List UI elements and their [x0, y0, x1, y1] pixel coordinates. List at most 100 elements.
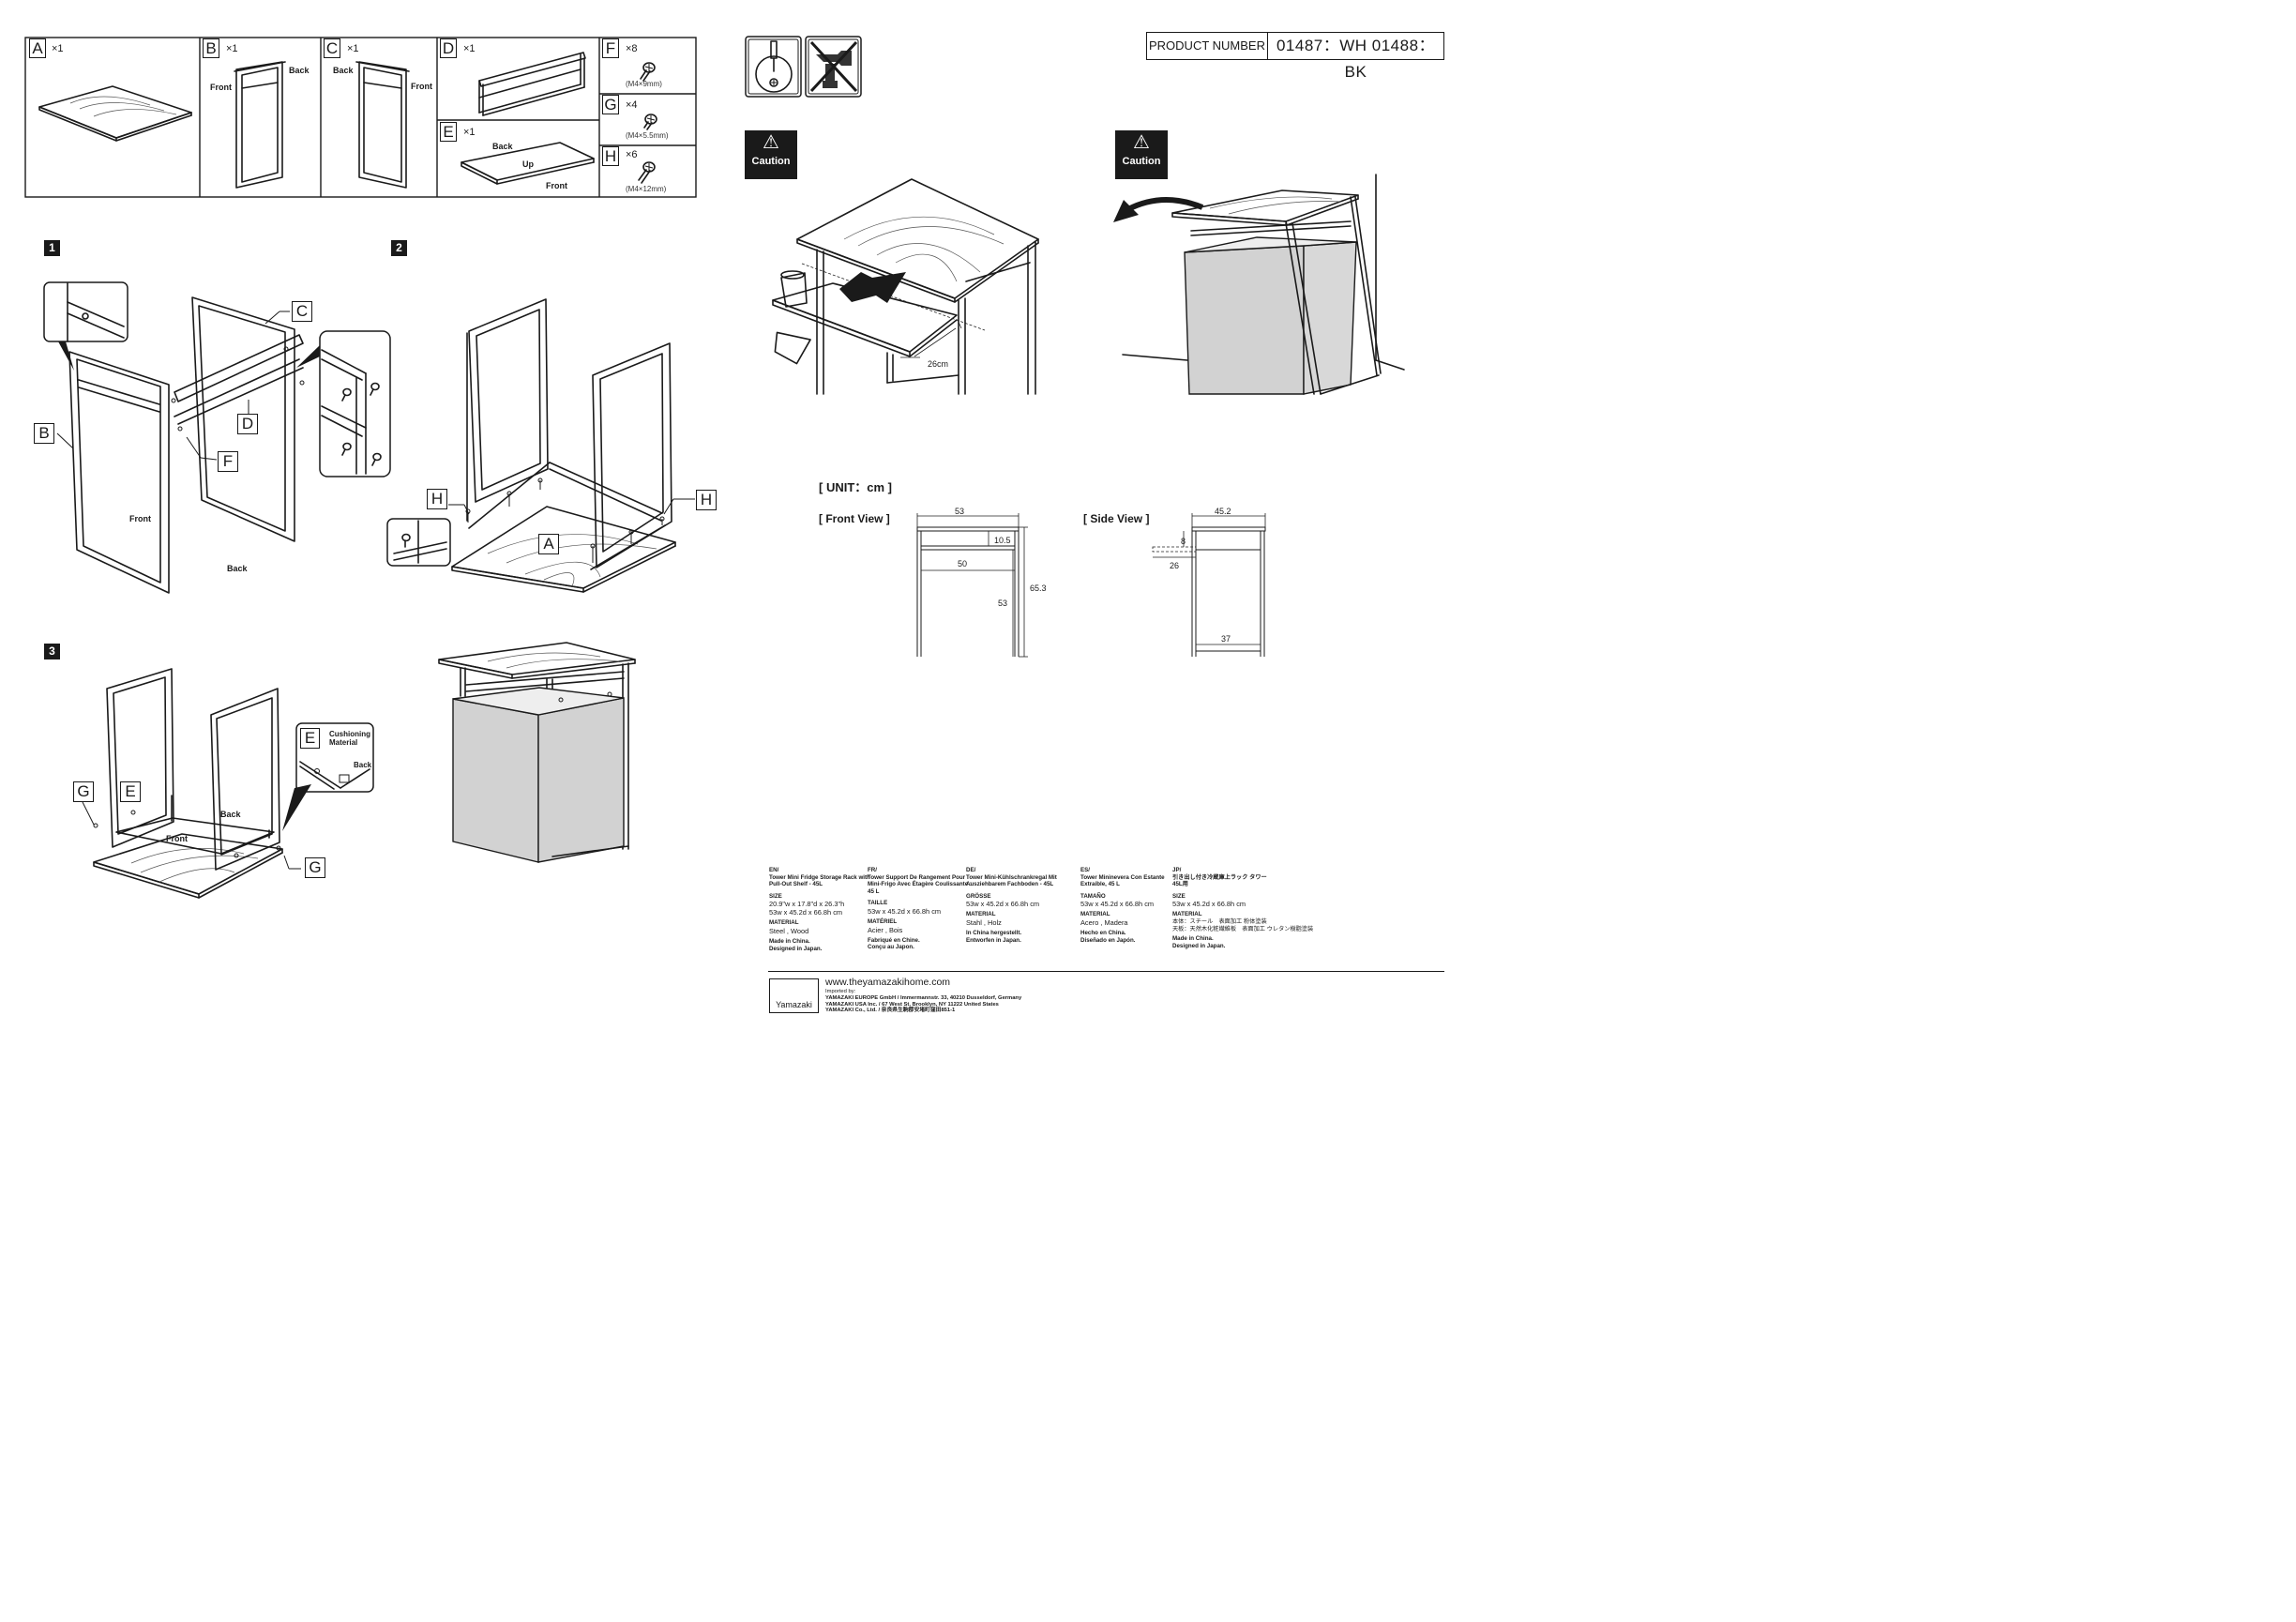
part-e-up-label: Up [522, 159, 534, 169]
side-view-title: [ Side View ] [1083, 512, 1150, 525]
lang-code: EN/ [769, 867, 779, 873]
part-b-side-frame-drawing [234, 61, 286, 189]
step1-d-label: D [237, 414, 258, 434]
part-e-label: E [440, 122, 457, 142]
step3-inset-e-label: E [300, 728, 320, 749]
website-link[interactable]: www.theyamazakihome.com [825, 977, 951, 988]
step1-illustration [43, 281, 391, 594]
step3-g-right-label: G [305, 857, 325, 878]
caution-label-1: Caution [751, 156, 791, 167]
lang-size: 53w x 45.2d x 66.8h cm [1172, 900, 1246, 909]
side-shelf-gap-dim: 8 [1181, 537, 1186, 546]
lang-code: DE/ [966, 867, 976, 873]
product-number-label: PRODUCT NUMBER [1147, 33, 1268, 59]
part-d-label: D [440, 38, 457, 58]
lang-product: Tower Mini Fridge Storage Rack with Pull… [769, 873, 870, 888]
lang-material-label: MATÉRIEL [868, 917, 898, 925]
screwdriver-icon [745, 36, 802, 98]
part-d-back-frame-drawing [478, 52, 586, 116]
no-power-drill-icon [805, 36, 862, 98]
lang-code: FR/ [868, 867, 877, 873]
step3-e-label: E [120, 781, 141, 802]
part-h-size: (M4×12mm) [626, 185, 667, 193]
side-depth-dim: 45.2 [1215, 507, 1231, 516]
step2-a-label: A [538, 534, 559, 554]
part-h-qty: ×6 [626, 149, 638, 160]
part-c-front-label: Front [411, 82, 432, 91]
lang-code: JP/ [1172, 867, 1182, 873]
step3-back-label: Back [220, 810, 241, 819]
importer-usa: YAMAZAKI USA Inc. / 67 West St, Brooklyn… [825, 1001, 999, 1008]
importer-europe: YAMAZAKI EUROPE GmbH / Immermannstr. 33,… [825, 994, 1022, 1001]
product-number-box: PRODUCT NUMBER 01487：WH 01488：BK [1146, 32, 1444, 81]
part-a-qty: ×1 [52, 43, 64, 54]
step2-illustration [386, 298, 695, 593]
lang-size: 53w x 45.2d x 66.8h cm [868, 906, 942, 916]
step-1-number: 1 [44, 240, 60, 256]
screw-icon [638, 62, 657, 184]
lang-size-label: SIZE [769, 892, 782, 900]
caution-scene-tipping [1113, 174, 1405, 395]
step2-h-left-label: H [427, 489, 447, 509]
lang-material-label: MATERIAL [1172, 911, 1202, 918]
front-view-title: [ Front View ] [819, 512, 890, 525]
imported-by-label: Imported by: [825, 989, 856, 994]
lang-material-label: MATERIAL [1080, 911, 1110, 918]
lang-made: Made in China. Designed in Japan. [769, 937, 823, 952]
part-b-front-label: Front [210, 83, 232, 92]
front-view-drawing [916, 513, 1028, 658]
lang-block-en: EN/ Tower Mini Fridge Storage Rack with … [769, 867, 880, 952]
step3-front-label: Front [166, 834, 188, 843]
lang-material: Acier , Bois [868, 925, 903, 934]
lang-product: Tower Mini-Kühlschrankregal Mit Ausziehb… [966, 873, 1057, 888]
part-a-tabletop-drawing [38, 85, 192, 142]
lang-material: 本体：スチール 表面加工 粉体塗装 天板：天然木化粧繊維板 表面加工 ウレタン樹… [1172, 917, 1314, 932]
part-c-label: C [324, 38, 340, 58]
part-e-qty: ×1 [463, 127, 476, 138]
lang-made: Fabriqué en Chine. Conçu au Japon. [868, 936, 920, 951]
lang-size-label: TAMAÑO [1080, 892, 1106, 900]
step3-cushioning-label: Cushioning Material [329, 730, 370, 747]
step-3-number: 3 [44, 644, 60, 659]
lang-made: Hecho en China. Diseñado en Japón. [1080, 929, 1136, 944]
lang-block-es: ES/ Tower Mininevera Con Estante Extraíb… [1080, 867, 1191, 944]
product-number-value: 01487：WH 01488：BK [1276, 37, 1436, 81]
step3-g-left-label: G [73, 781, 94, 802]
lang-product: Tower Mininevera Con Estante Extraíble, … [1080, 873, 1165, 888]
part-f-label: F [602, 38, 619, 58]
lang-block-de: DE/ Tower Mini-Kühlschrankregal Mit Ausz… [966, 867, 1077, 944]
lang-material: Steel , Wood [769, 926, 809, 935]
warning-triangle-icon: ⚠ [1133, 132, 1150, 153]
front-inner-width-dim: 50 [958, 559, 968, 568]
part-g-label: G [602, 95, 619, 114]
step-2-number: 2 [391, 240, 407, 256]
side-view-drawing [1152, 513, 1266, 657]
caution-badge-2: ⚠ Caution [1115, 130, 1168, 179]
part-c-side-frame-drawing [355, 61, 410, 189]
lang-size: 53w x 45.2d x 66.8h cm [1080, 900, 1155, 909]
step2-h-right-label: H [696, 490, 717, 510]
lang-material-label: MATERIAL [769, 919, 799, 927]
part-g-qty: ×4 [626, 99, 638, 111]
lang-size-label: SIZE [1172, 892, 1186, 900]
caution-distance-label: 26cm [928, 359, 949, 369]
front-total-height-dim: 65.3 [1030, 584, 1047, 593]
lang-material: Stahl , Holz [966, 917, 1002, 927]
assembled-rack-with-fridge [438, 642, 636, 863]
lang-size: 20.9"w x 17.8"d x 26.3"h 53w x 45.2d x 6… [769, 900, 845, 917]
step1-back-label: Back [227, 564, 248, 573]
part-f-qty: ×8 [626, 43, 638, 54]
step1-f-label: F [218, 451, 238, 472]
lang-size-label: TAILLE [868, 900, 888, 907]
lang-material-label: MATERIAL [966, 911, 996, 918]
lang-block-jp: JP/ 引き出し付き冷蔵庫上ラック タワー 45L用 SIZE 53w x 45… [1172, 867, 1332, 949]
part-c-back-label: Back [333, 66, 354, 75]
part-c-qty: ×1 [347, 43, 359, 54]
lang-material: Acero , Madera [1080, 917, 1128, 927]
lang-product: 引き出し付き冷蔵庫上ラック タワー 45L用 [1172, 873, 1267, 888]
part-e-front-label: Front [546, 181, 567, 190]
warning-triangle-icon: ⚠ [763, 132, 779, 153]
part-b-qty: ×1 [226, 43, 238, 54]
lang-made: In China hergestellt. Entworfen in Japan… [966, 929, 1022, 944]
step1-c-label: C [292, 301, 312, 322]
